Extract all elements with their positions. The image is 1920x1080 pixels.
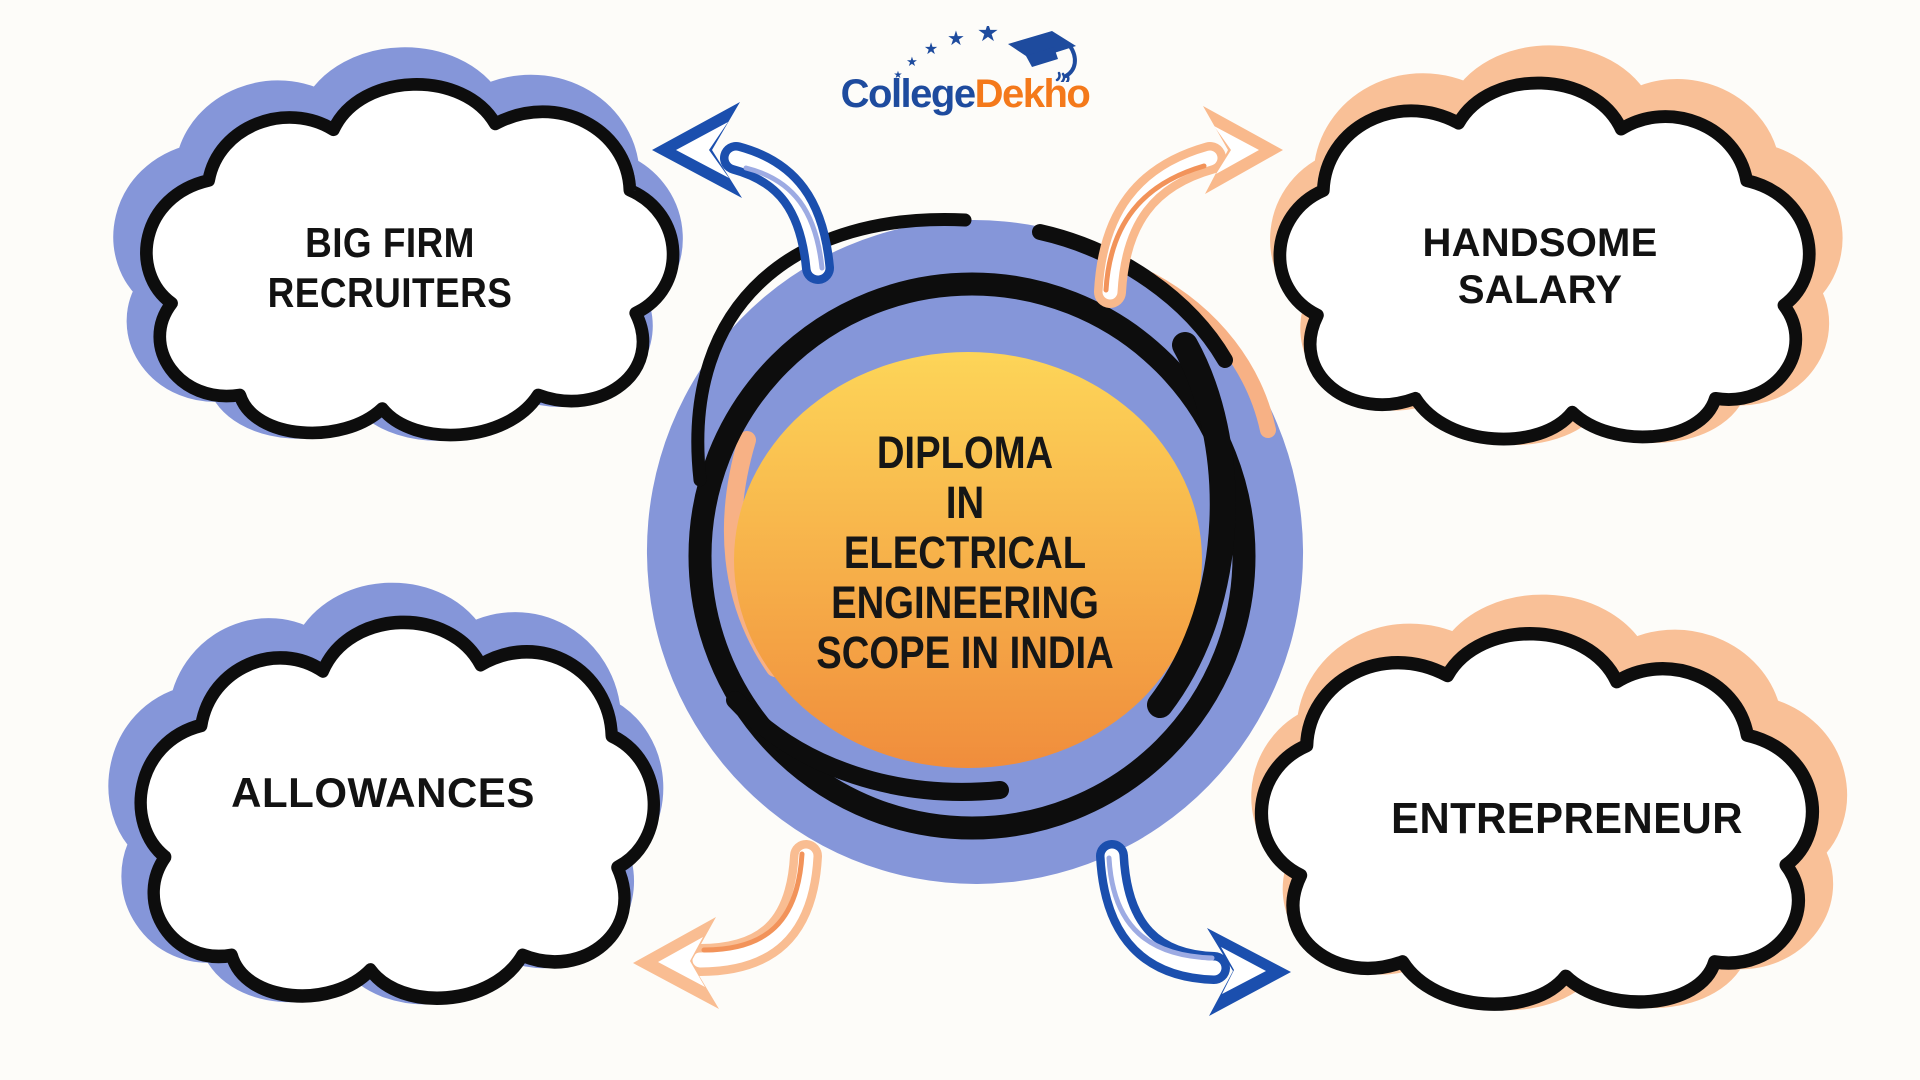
arrow-top-left-icon [652,102,834,284]
label-line: ALLOWANCES [231,769,535,816]
cloud-label-entrepreneur: ENTREPRENEUR [1311,793,1824,845]
arrow-top-right-icon [1094,106,1283,308]
title-line: SCOPE IN INDIA [816,627,1114,678]
title-line: IN [945,477,985,528]
logo-dekho-text: Dekho [974,72,1091,116]
logo-college-text: College [840,72,976,116]
ink-brush-overstroke-right [1032,224,1233,368]
ink-brush-inner-bottom [726,691,1009,801]
ink-brush-overstroke-top [691,213,972,487]
collegedekho-logo: ★ ★ ★ ★ ★ CollegeDekho [840,26,1091,116]
title-line: ELECTRICAL [843,527,1087,578]
label-line: RECRUITERS [267,268,513,316]
star-icon: ★ [906,54,918,69]
title-line: DIPLOMA [876,427,1054,478]
center-ink-ring [688,272,1256,840]
star-icon: ★ [894,70,903,81]
star-icon: ★ [977,26,999,47]
label-line: SALARY [1457,268,1623,313]
center-gradient-disc [734,352,1202,768]
label-line: HANDSOME [1422,221,1658,265]
label-line: ENTREPRENEUR [1391,794,1743,843]
cloud-label-big-firm-recruiters: BIG FIRM RECRUITERS [179,218,601,317]
logo-wordmark: CollegeDekho [840,72,1091,116]
arrow-bottom-right-icon [1096,840,1291,1016]
center-circle [646,213,1304,884]
star-icon: ★ [924,41,938,58]
cloud-label-allowances: ALLOWANCES [118,768,648,818]
label-line: BIG FIRM [305,219,475,266]
graduation-cap-icon [1008,31,1077,82]
title-line: ENGINEERING [831,577,1099,628]
arrow-bottom-left-icon [633,840,822,1009]
star-icon: ★ [947,28,965,50]
logo-emblem: ★ ★ ★ ★ ★ [894,26,1077,82]
page-title: DIPLOMA IN ELECTRICAL ENGINEERING SCOPE … [757,428,1174,678]
cloud-label-handsome-salary: HANDSOME SALARY [1295,220,1785,314]
ink-brush-inner-right [1147,332,1236,718]
